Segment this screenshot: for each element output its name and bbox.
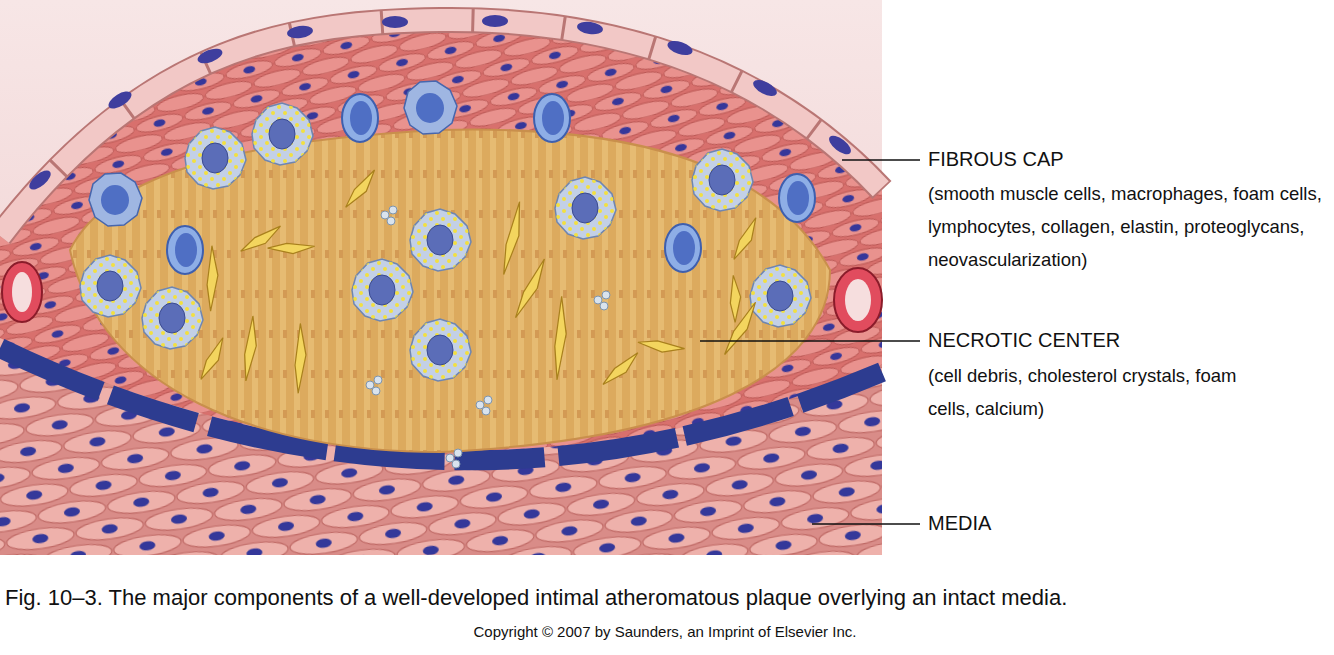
macrophages bbox=[89, 81, 815, 274]
lumen bbox=[0, 0, 882, 555]
calcium-deposits bbox=[366, 206, 610, 468]
part-label: NECROTIC CENTER bbox=[928, 328, 1328, 353]
cholesterol-crystals bbox=[193, 170, 764, 393]
part-label: MEDIA bbox=[928, 511, 1328, 536]
necrotic-center bbox=[70, 130, 830, 452]
copyright-note: Copyright © 2007 by Saunders, an Imprint… bbox=[0, 622, 1330, 641]
part-description: (cell debris, cholesterol crystals, foam… bbox=[928, 359, 1246, 425]
leader-lines bbox=[700, 160, 920, 524]
figure-caption: Fig. 10–3. The major components of a wel… bbox=[5, 584, 1325, 612]
part-description: (smooth muscle cells, macrophages, foam … bbox=[928, 177, 1330, 276]
foam-cells bbox=[80, 103, 811, 381]
part-label: FIBROUS CAP bbox=[928, 147, 1328, 172]
